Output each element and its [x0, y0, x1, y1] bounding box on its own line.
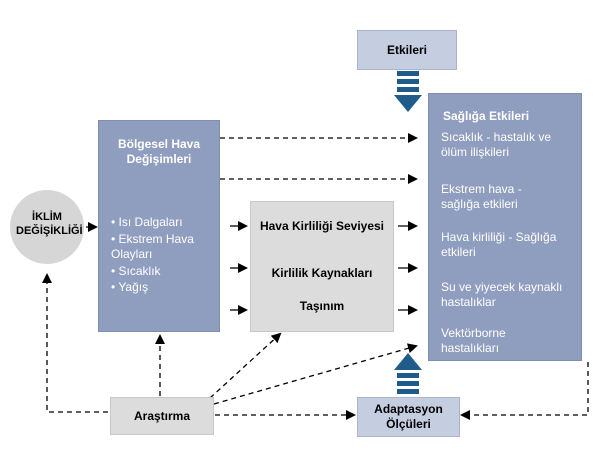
adaptation-label: Adaptasyon Ölçüleri: [374, 402, 443, 431]
regional-weather-box: Bölgesel Hava Değişimleri • Isı Dalgalar…: [98, 120, 220, 332]
arrow-research-to-health: [213, 343, 418, 405]
arrow-research-to-pollution: [209, 332, 282, 399]
regional-item-2: • Ekstrem Hava Olayları: [111, 232, 194, 261]
research-box: Araştırma: [110, 397, 214, 435]
air-pollution-level: Hava Kirliliği Seviyesi: [259, 219, 385, 233]
arrow-health-to-adaptation: [460, 362, 589, 420]
regional-item-1: • Isı Dalgaları: [111, 215, 183, 229]
health-item-5: Vektörborne hastalıkları: [441, 326, 506, 355]
arrow-research-to-climate: [42, 273, 108, 413]
regional-item-5: • Yağış: [111, 280, 149, 294]
health-item-3: Hava kirliliği - Sağlığa etkileri: [441, 230, 557, 259]
regional-item-4: • Sıcaklık: [111, 264, 161, 278]
health-item-4: Su ve yiyecek kaynaklı hastalıklar: [441, 280, 563, 309]
climate-change-label: İKLİM DEĞİŞİKLİĞİ: [16, 211, 83, 237]
health-effects-title: Sağlığa Etkileri: [443, 109, 530, 123]
air-pollution-box: Hava Kirliliği Seviyesi Kirlilik Kaynakl…: [250, 201, 394, 332]
health-effects-box: Sağlığa Etkileri Sıcaklık - hastalık ve …: [428, 93, 582, 361]
health-item-2: Ekstrem hava - sağlığa etkileri: [441, 182, 522, 211]
effects-box: Etkileri: [357, 30, 457, 70]
transport: Taşınım: [299, 299, 345, 313]
effects-title: Etkileri: [386, 43, 428, 57]
health-item-1: Sıcaklık - hastalık ve ölüm ilişkileri: [441, 130, 552, 159]
research-label: Araştırma: [133, 409, 191, 423]
adaptation-box: Adaptasyon Ölçüleri: [357, 397, 460, 437]
pollution-sources: Kirlilik Kaynakları: [271, 266, 373, 280]
regional-weather-title: Bölgesel Hava Değişimleri: [117, 137, 201, 166]
climate-change-circle: İKLİM DEĞİŞİKLİĞİ: [10, 190, 84, 264]
